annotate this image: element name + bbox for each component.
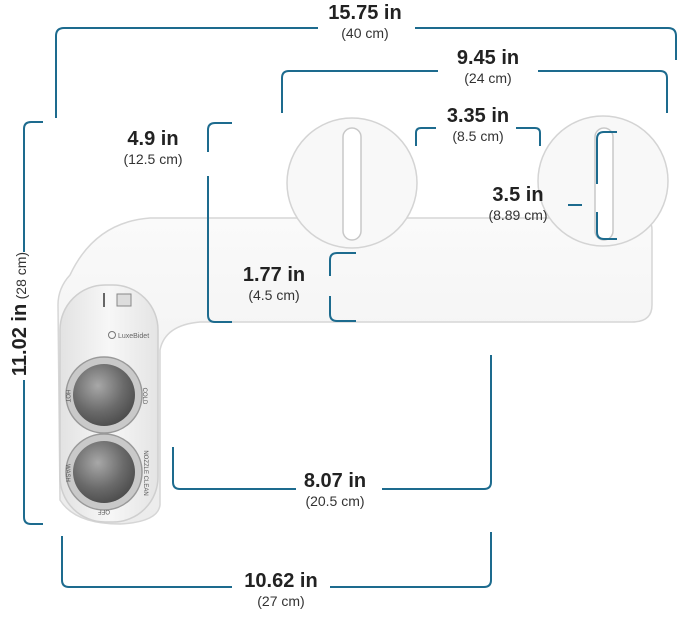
dim-line-arm-height: [207, 122, 232, 323]
label-arm-height-imperial: 4.9 in: [127, 128, 179, 150]
knob-label-cold: COLD: [141, 388, 147, 405]
label-plate-gap: 3.35 in (8.5 cm): [418, 105, 538, 145]
dim-line-arm-depth: [329, 252, 356, 322]
label-slot-length: 3.5 in (8.89 cm): [478, 184, 558, 224]
label-plate-gap-metric: (8.5 cm): [452, 128, 504, 144]
label-side-reach: 8.07 in (20.5 cm): [280, 470, 390, 510]
dim-line-slot-length: [596, 131, 617, 240]
label-overall-length: 10.62 in (27 cm): [222, 570, 340, 610]
label-side-reach-imperial: 8.07 in: [303, 470, 367, 492]
dim-line-overall-length: [61, 532, 492, 588]
knob-label-hot: HOT: [64, 390, 70, 403]
bidet-attachment: LuxeBidet HOT COLD WASH NOZZLE CLEAN OFF: [57, 115, 669, 525]
dim-line-plate-gap: [415, 127, 541, 146]
bidet-body: [57, 217, 653, 525]
label-total-height: 11.02 in (28 cm): [9, 244, 31, 384]
pressure-knob[interactable]: [73, 441, 135, 503]
dimension-lines: [23, 27, 677, 588]
label-total-height-metric: (28 cm): [13, 251, 29, 300]
dim-line-side-reach: [172, 355, 492, 490]
logo-icon: [108, 331, 116, 339]
label-slot-length-metric: (8.89 cm): [488, 207, 548, 223]
label-arm-depth-imperial: 1.77 in: [242, 264, 306, 286]
label-mount-span: 9.45 in (24 cm): [428, 47, 548, 87]
knob-label-wash: WASH: [64, 464, 70, 482]
logo-text: LuxeBidet: [118, 333, 149, 340]
label-overall-length-metric: (27 cm): [257, 593, 305, 609]
indicator-window: [116, 293, 132, 307]
label-mount-span-metric: (24 cm): [464, 70, 512, 86]
label-arm-height: 4.9 in (12.5 cm): [98, 128, 208, 168]
label-plate-gap-imperial: 3.35 in: [446, 105, 510, 127]
label-total-width: 15.75 in (40 cm): [305, 2, 425, 42]
label-total-width-metric: (40 cm): [341, 25, 389, 41]
label-side-reach-metric: (20.5 cm): [305, 493, 365, 509]
label-total-width-imperial: 15.75 in: [328, 2, 402, 24]
label-arm-height-metric: (12.5 cm): [123, 151, 183, 167]
label-mount-span-imperial: 9.45 in: [456, 47, 520, 69]
label-overall-length-imperial: 10.62 in: [244, 570, 318, 592]
temperature-knob[interactable]: [73, 364, 135, 426]
dim-line-total-height: [23, 121, 43, 525]
dim-line-mount-span: [281, 70, 668, 113]
label-total-height-imperial: 11.02 in: [9, 303, 31, 377]
label-arm-depth: 1.77 in (4.5 cm): [228, 264, 320, 304]
knob-label-nozzle-clean: NOZZLE CLEAN: [142, 450, 148, 495]
dim-line-total-width: [55, 27, 677, 118]
label-slot-length-imperial: 3.5 in: [492, 184, 544, 206]
knob-label-off: OFF: [98, 508, 110, 514]
mounting-slot-left: [342, 127, 362, 241]
label-arm-depth-metric: (4.5 cm): [248, 287, 300, 303]
